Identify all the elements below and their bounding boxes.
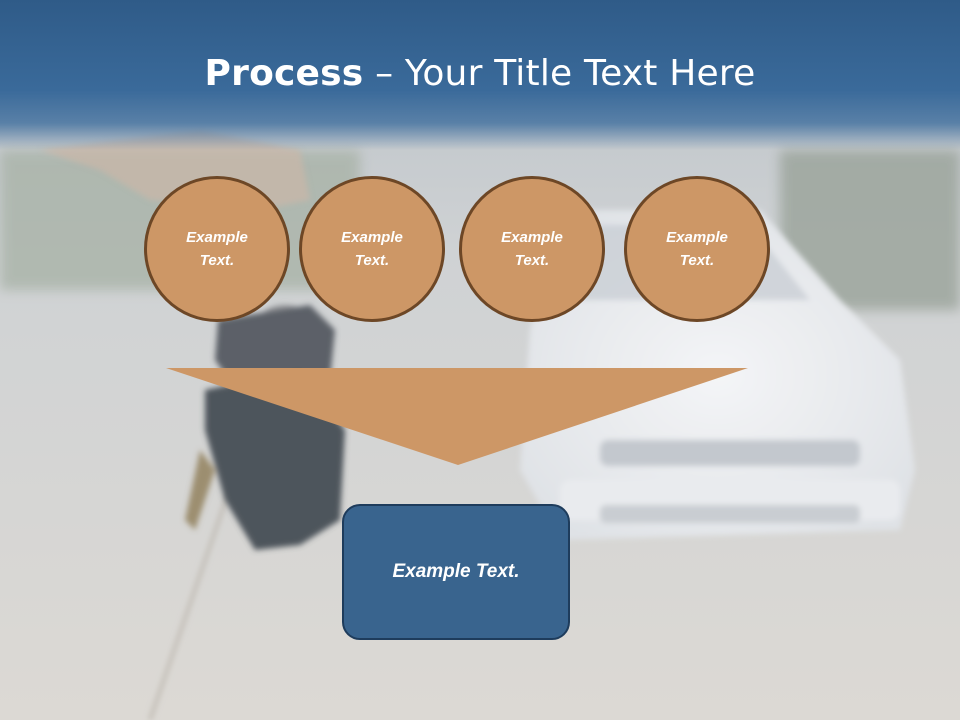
slide-title: Process – Your Title Text Here	[0, 52, 960, 96]
process-step-label: Example Text.	[341, 229, 403, 269]
process-step-circle[interactable]: Example Text.	[299, 176, 445, 322]
title-rest-text: – Your Title Text Here	[363, 53, 756, 94]
process-step-label: Example Text.	[186, 229, 248, 269]
title-band	[0, 0, 960, 150]
funnel-triangle	[166, 368, 748, 465]
result-box[interactable]: Example Text.	[342, 504, 570, 640]
process-step-label: Example Text.	[501, 229, 563, 269]
process-step-circle[interactable]: Example Text.	[144, 176, 290, 322]
process-step-circle[interactable]: Example Text.	[624, 176, 770, 322]
result-label: Example Text.	[392, 561, 520, 582]
process-step-circle[interactable]: Example Text.	[459, 176, 605, 322]
title-bold-text: Process	[204, 53, 364, 94]
process-step-label: Example Text.	[666, 229, 728, 269]
